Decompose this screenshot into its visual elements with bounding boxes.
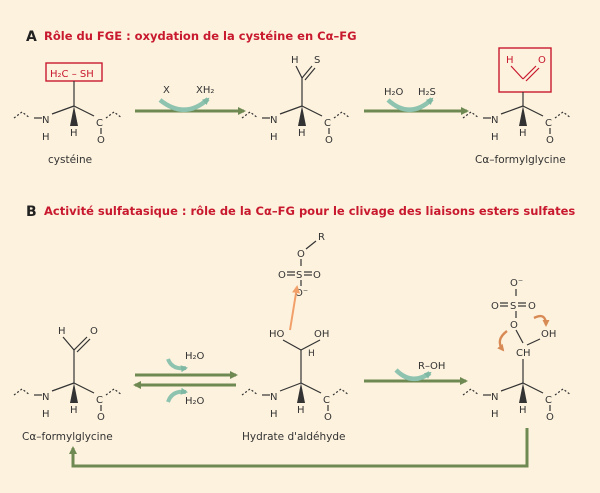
cysteine-sidechain: H₂C – SH bbox=[50, 69, 94, 80]
backbone-n: N bbox=[42, 115, 49, 126]
electron-push-arrow bbox=[497, 330, 508, 352]
cafg-o: O bbox=[538, 55, 546, 66]
backbone-c: C bbox=[324, 118, 331, 129]
backbone-c: C bbox=[545, 395, 552, 406]
ester-o-minus: O⁻ bbox=[295, 288, 308, 299]
alpha-h: H bbox=[70, 128, 78, 139]
hydrate-h: H bbox=[308, 349, 315, 359]
backbone-n: N bbox=[491, 115, 498, 126]
nucleophilic-attack-arrow bbox=[289, 285, 300, 331]
panel-a-title: Rôle du FGE : oxydation de la cystéine e… bbox=[44, 29, 357, 43]
int-o-minus: O⁻ bbox=[510, 278, 523, 289]
reagent-xh2: XH₂ bbox=[196, 85, 214, 96]
cafg-h: H bbox=[58, 326, 66, 337]
backbone-n: N bbox=[270, 115, 277, 126]
reagent-x: X bbox=[163, 85, 170, 96]
electron-push-arrow bbox=[533, 314, 550, 327]
panel-b-title: Activité sulfatasique : rôle de la Cα–FG… bbox=[44, 204, 575, 218]
ester-o-right: O bbox=[313, 270, 321, 281]
molecule-thioaldehyde: H S N H H C O bbox=[241, 55, 351, 146]
equilibrium-hydration: H₂O H₂O bbox=[133, 351, 238, 407]
aldehyde-highlight-box bbox=[498, 47, 552, 93]
molecule-cafg-a: H O N H H C O Cα–formylglycine bbox=[462, 47, 572, 166]
int-o-right: O bbox=[528, 301, 536, 312]
hydrate-ho: HO bbox=[269, 329, 285, 340]
alpha-h: H bbox=[298, 128, 306, 139]
thio-s: S bbox=[314, 55, 320, 66]
swirl-arrow bbox=[166, 387, 188, 403]
backbone-o: O bbox=[324, 412, 332, 423]
alpha-h: H bbox=[297, 405, 305, 416]
int-oh: OH bbox=[541, 329, 556, 340]
backbone-c: C bbox=[96, 395, 103, 406]
arrow-hydrolysis: H₂O H₂S bbox=[364, 87, 469, 115]
backbone-h-n: H bbox=[270, 409, 278, 420]
arrow-oxidation: X XH₂ bbox=[135, 85, 246, 115]
cysteine-name: cystéine bbox=[48, 154, 92, 166]
backbone-o: O bbox=[546, 135, 554, 146]
backbone-c: C bbox=[323, 395, 330, 406]
hydrate-name: Hydrate d'aldéhyde bbox=[242, 431, 345, 443]
alpha-h: H bbox=[519, 128, 527, 139]
backbone-n: N bbox=[491, 392, 498, 403]
backbone-h-n: H bbox=[42, 409, 50, 420]
backbone-o: O bbox=[97, 412, 105, 423]
cafg-name: Cα–formylglycine bbox=[22, 431, 113, 443]
int-o-link: O bbox=[510, 320, 518, 331]
swirl-arrow bbox=[386, 97, 434, 112]
thio-h: H bbox=[291, 55, 299, 66]
backbone-o: O bbox=[325, 135, 333, 146]
arrow-transesterification: R–OH bbox=[364, 361, 468, 385]
ester-r: R bbox=[318, 232, 325, 243]
cafg-o: O bbox=[90, 326, 98, 337]
swirl-arrow bbox=[166, 358, 188, 373]
molecule-hydrate: R O O S O O⁻ HO OH H N H H C O Hydrate d… bbox=[241, 232, 350, 443]
panel-b-header: B Activité sulfatasique : rôle de la Cα–… bbox=[26, 204, 575, 220]
cafg-name: Cα–formylglycine bbox=[475, 154, 566, 166]
backbone-c: C bbox=[96, 118, 103, 129]
hydrate-oh: OH bbox=[314, 329, 329, 340]
reagent-h2o-top: H₂O bbox=[185, 351, 205, 362]
backbone-o: O bbox=[546, 412, 554, 423]
swirl-arrow bbox=[394, 368, 432, 381]
ester-o-link: O bbox=[297, 249, 305, 260]
cafg-h: H bbox=[506, 55, 514, 66]
panel-b-letter: B bbox=[26, 204, 37, 220]
molecule-cafg-b: H O N H H C O Cα–formylglycine bbox=[13, 326, 123, 443]
reagent-h2o: H₂O bbox=[384, 87, 404, 98]
backbone-n: N bbox=[270, 392, 277, 403]
reagent-h2o-bottom: H₂O bbox=[185, 396, 205, 407]
panel-a-header: A Rôle du FGE : oxydation de la cystéine… bbox=[26, 29, 357, 45]
ester-o-left: O bbox=[278, 270, 286, 281]
regeneration-arrow bbox=[69, 428, 529, 468]
backbone-h-n: H bbox=[491, 132, 499, 143]
int-o-left: O bbox=[491, 301, 499, 312]
alpha-h: H bbox=[70, 405, 78, 416]
reagent-h2s: H₂S bbox=[418, 87, 436, 98]
panel-a-letter: A bbox=[26, 29, 37, 45]
ester-s: S bbox=[296, 270, 302, 281]
backbone-c: C bbox=[545, 118, 552, 129]
backbone-h-n: H bbox=[491, 409, 499, 420]
backbone-h-n: H bbox=[270, 132, 278, 143]
int-ch: CH bbox=[516, 348, 531, 359]
backbone-h-n: H bbox=[42, 132, 50, 143]
molecule-sulfated-intermediate: O⁻ O S O O OH CH N H H C O bbox=[462, 278, 572, 423]
int-s: S bbox=[510, 301, 516, 312]
molecule-cysteine: H₂C – SH N H H C O cystéine bbox=[13, 62, 123, 166]
alpha-h: H bbox=[519, 405, 527, 416]
reagent-roh: R–OH bbox=[418, 361, 445, 372]
backbone-n: N bbox=[42, 392, 49, 403]
backbone-o: O bbox=[97, 135, 105, 146]
swirl-arrow bbox=[158, 97, 210, 112]
